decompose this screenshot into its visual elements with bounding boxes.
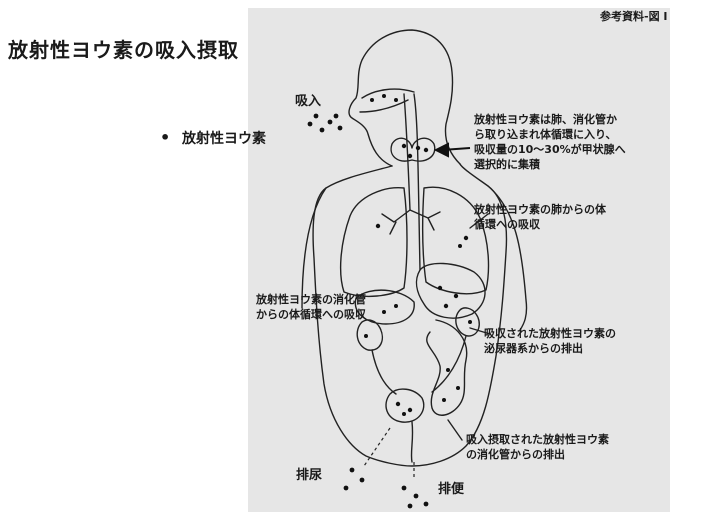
legend-bullet: • bbox=[160, 128, 170, 147]
annotation-thyroid: 放射性ヨウ素は肺、消化管か ら取り込まれ体循環に入り、 吸収量の10～30%が甲… bbox=[474, 112, 626, 172]
ureters bbox=[372, 336, 466, 394]
thyroid-arrow bbox=[436, 144, 470, 156]
thyroid-gland bbox=[391, 138, 435, 161]
annotation-fecal-excretion: 吸入摂取された放射性ヨウ素 の消化管からの排出 bbox=[466, 432, 609, 462]
left-lung bbox=[341, 188, 407, 297]
annotation-line-fecal bbox=[448, 420, 462, 440]
page-title: 放射性ヨウ素の吸入摂取 bbox=[8, 34, 239, 63]
rectum bbox=[411, 422, 412, 462]
legend-label: 放射性ヨウ素 bbox=[182, 128, 266, 148]
annotation-urinary-excretion: 吸収された放射性ヨウ素の 泌尿器系からの排出 bbox=[484, 326, 616, 356]
annotation-lung-absorption: 放射性ヨウ素の肺からの体 循環への吸収 bbox=[474, 202, 606, 232]
left-kidney bbox=[357, 320, 382, 350]
bronchi bbox=[382, 210, 440, 234]
nasal-cavity bbox=[362, 89, 414, 98]
defecation-label: 排便 bbox=[438, 478, 464, 497]
oral-cavity bbox=[360, 100, 408, 112]
reference-label: 参考資料-図 I bbox=[600, 8, 668, 24]
urination-label: 排尿 bbox=[296, 464, 322, 483]
bladder bbox=[386, 389, 424, 422]
intestines bbox=[427, 320, 467, 415]
esophagus bbox=[414, 94, 420, 270]
stomach bbox=[417, 263, 486, 318]
inhalation-label: 吸入 bbox=[295, 90, 321, 109]
annotation-gut-absorption: 放射性ヨウ素の消化管 からの体循環への吸収 bbox=[256, 292, 366, 322]
excretion-arrows bbox=[364, 428, 414, 478]
